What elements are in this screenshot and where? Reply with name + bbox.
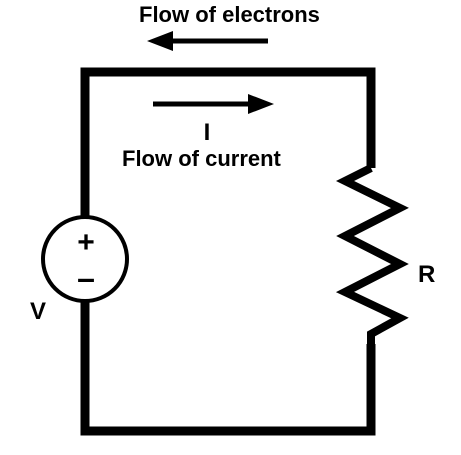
electron-flow-label: Flow of electrons [139, 2, 320, 27]
current-symbol-label: I [204, 119, 211, 146]
wire-left-bottom [80, 300, 376, 436]
current-flow-arrow-head [248, 94, 274, 114]
electron-flow-arrow-head [147, 31, 173, 51]
minus-sign: – [77, 260, 95, 296]
current-flow-label: Flow of current [122, 146, 282, 171]
resistor-symbol [335, 164, 409, 348]
voltage-source-circle [41, 215, 129, 303]
plus-sign: + [77, 226, 95, 259]
source-label: V [30, 298, 46, 325]
wire-left-top [80, 67, 376, 218]
resistor-label: R [418, 261, 435, 288]
